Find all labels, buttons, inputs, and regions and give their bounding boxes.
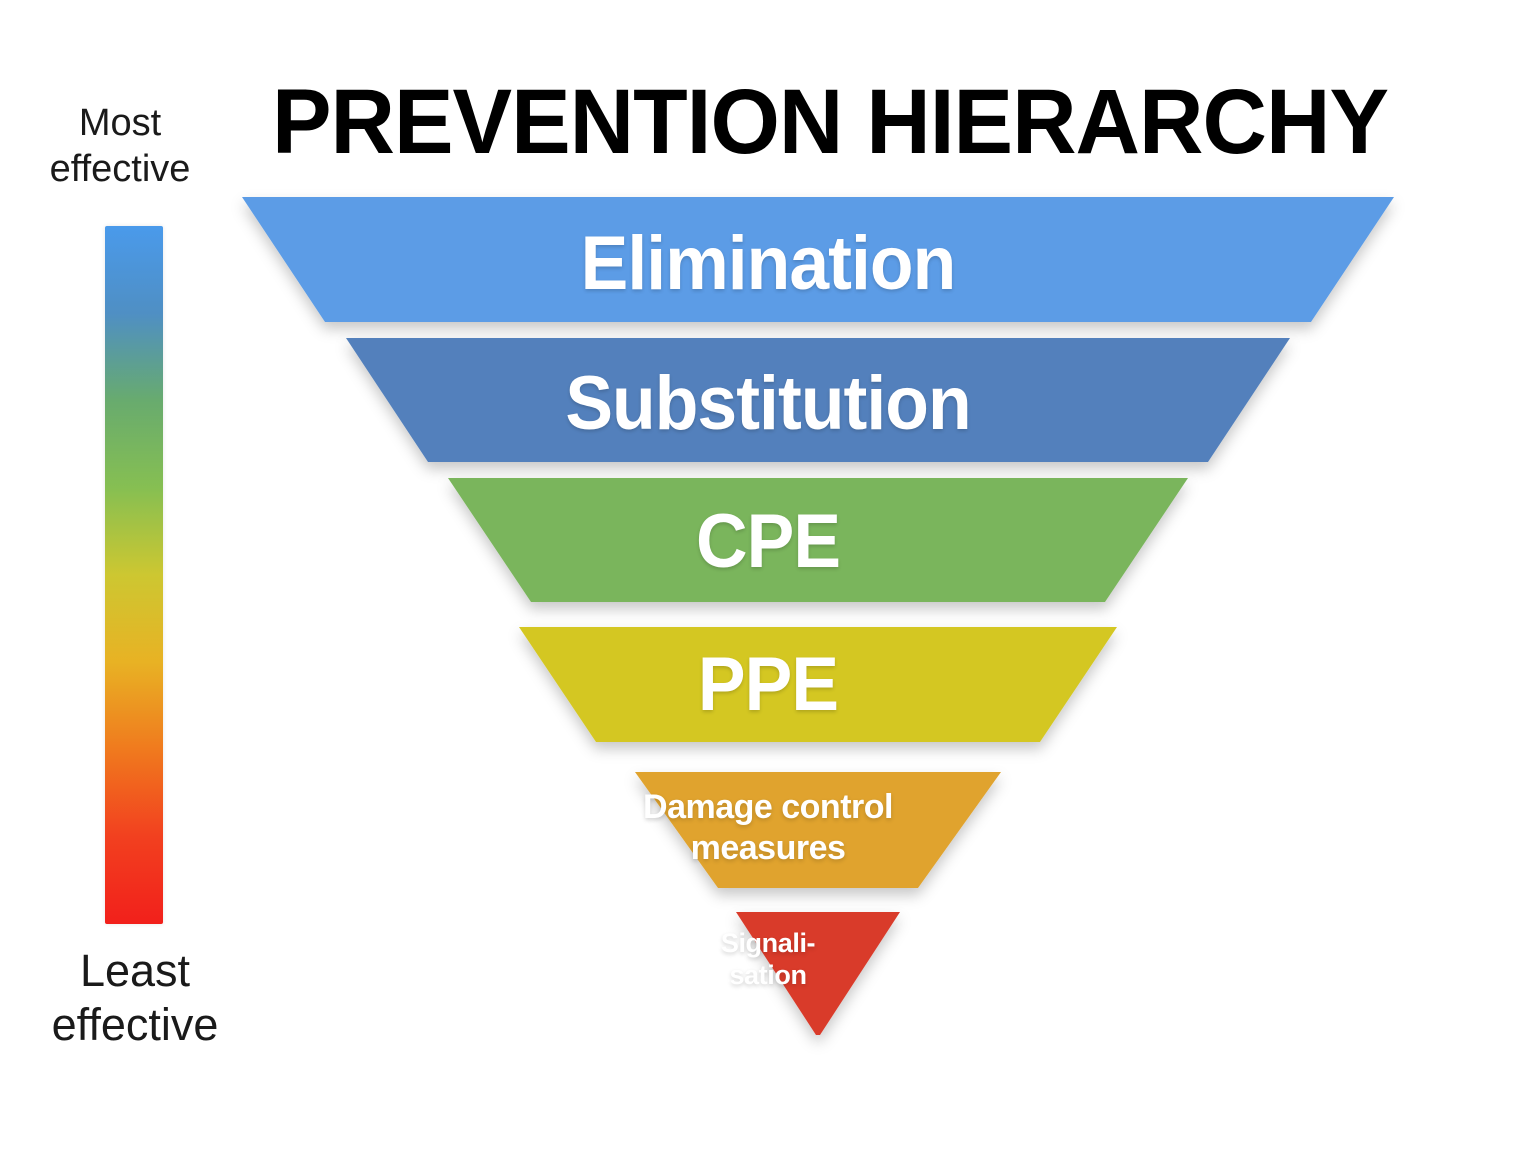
effectiveness-gradient-bar (105, 226, 163, 924)
scale-label-least-effective: Least effective (51, 945, 219, 1050)
scale-label-most-effective: Most effective (49, 102, 191, 191)
page-title: PREVENTION HIERARCHY (271, 71, 1389, 173)
funnel-band-elimination[interactable] (242, 197, 1394, 322)
funnel-band-ppe[interactable] (519, 627, 1117, 742)
funnel-band-cpe[interactable] (448, 478, 1188, 602)
funnel-band-damage-control-measures[interactable] (635, 772, 1001, 888)
funnel-band-signali-sation[interactable] (736, 912, 900, 1035)
funnel-band-substitution[interactable] (346, 338, 1290, 462)
